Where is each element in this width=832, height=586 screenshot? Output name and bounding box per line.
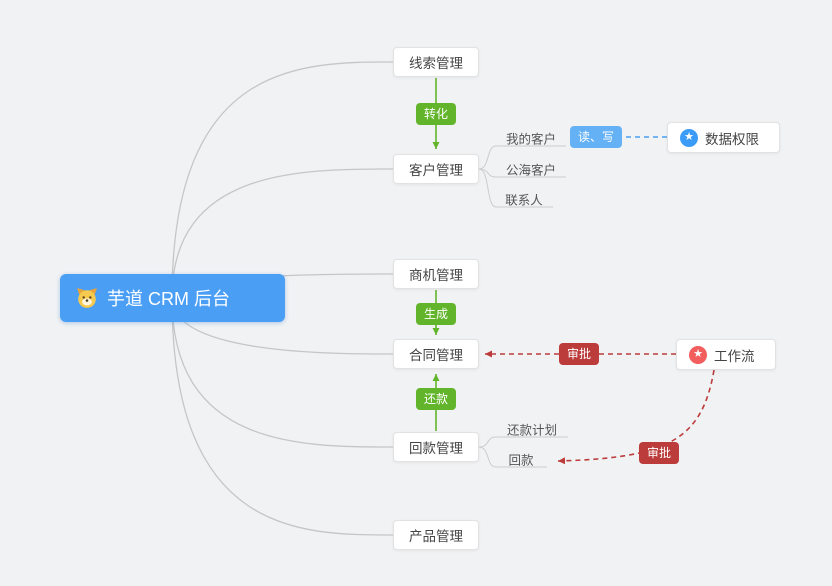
star-icon: ★	[689, 345, 707, 364]
star-icon: ★	[680, 128, 698, 147]
node-repayment-plan[interactable]: 还款计划	[506, 423, 558, 438]
node-opportunities[interactable]: 商机管理	[393, 259, 479, 289]
edge-badge-approve-contract: 审批	[558, 343, 600, 365]
node-repayment[interactable]: 回款	[508, 453, 534, 468]
customer-child-connectors	[478, 145, 566, 208]
node-data-permission-label: 数据权限	[705, 131, 759, 147]
node-workflow[interactable]: ★ 工作流	[676, 339, 776, 370]
node-customers[interactable]: 客户管理	[393, 154, 479, 184]
edge-badge-convert: 转化	[415, 103, 457, 125]
receivable-approval-arrow	[557, 369, 715, 465]
node-products-label: 产品管理	[409, 529, 463, 544]
node-workflow-label: 工作流	[714, 348, 755, 364]
dog-icon	[76, 287, 98, 309]
node-receivables[interactable]: 回款管理	[393, 432, 479, 462]
root-node-crm[interactable]: 芋道 CRM 后台	[60, 274, 285, 322]
node-opportunities-label: 商机管理	[409, 268, 463, 283]
root-node-label: 芋道 CRM 后台	[107, 289, 230, 309]
node-my-customers[interactable]: 我的客户	[505, 132, 557, 147]
node-receivables-label: 回款管理	[409, 441, 463, 456]
edge-badge-read-write: 读、写	[569, 126, 623, 148]
node-data-permission[interactable]: ★ 数据权限	[667, 122, 780, 153]
node-products[interactable]: 产品管理	[393, 520, 479, 550]
node-leads[interactable]: 线索管理	[393, 47, 479, 77]
node-contracts-label: 合同管理	[409, 348, 463, 363]
edge-badge-approve-receivable: 审批	[638, 442, 680, 464]
node-customers-label: 客户管理	[409, 163, 463, 178]
node-public-customers[interactable]: 公海客户	[505, 163, 557, 178]
node-leads-label: 线索管理	[409, 56, 463, 71]
node-contacts[interactable]: 联系人	[505, 193, 543, 208]
receivable-child-connectors	[478, 436, 568, 468]
node-contracts[interactable]: 合同管理	[393, 339, 479, 369]
edge-badge-repay: 还款	[415, 388, 457, 410]
edge-badge-generate: 生成	[415, 303, 457, 325]
